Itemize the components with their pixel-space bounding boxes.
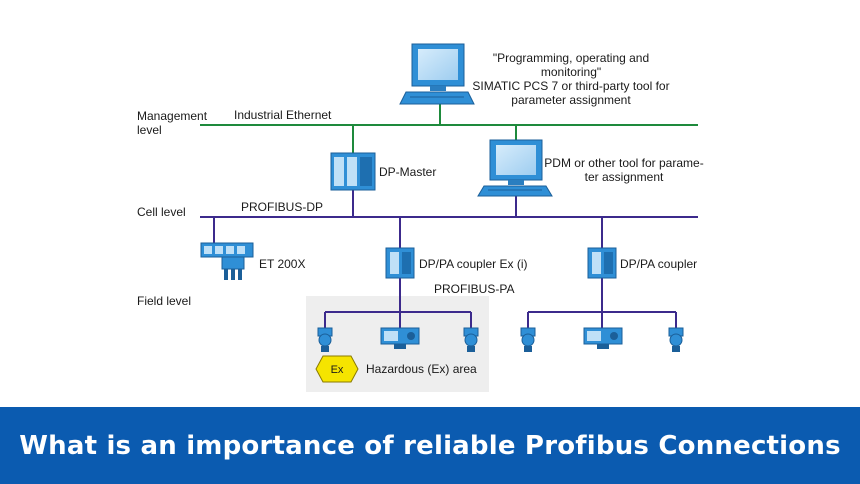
ex-hazard-badge-icon: Ex	[315, 355, 359, 383]
level-label-management-2: level	[137, 123, 162, 137]
network-label-profibus-pa: PROFIBUS-PA	[434, 282, 514, 296]
level-label-cell: Cell level	[137, 205, 186, 219]
pdm-computer	[477, 139, 553, 197]
dp-pa-coupler-ex-label: DP/PA coupler Ex (i)	[419, 257, 527, 271]
field-device-positioner-icon	[583, 327, 623, 349]
hazardous-area-label: Hazardous (Ex) area	[366, 362, 477, 376]
profibus-dp-bus	[200, 190, 698, 248]
network-label-profibus-dp: PROFIBUS-DP	[241, 200, 323, 214]
engineering-station-computer	[399, 43, 475, 105]
ex-badge-text: Ex	[331, 364, 344, 376]
title-banner: What is an importance of reliable Profib…	[0, 407, 860, 484]
pressure-transmitter-icon	[317, 327, 333, 352]
pc-caption-line-3: SIMATIC PCS 7 or third-party tool for	[472, 79, 669, 93]
dp-master-label: DP-Master	[379, 165, 436, 179]
pc-caption-line-1: "Programming, operating and	[493, 51, 649, 65]
level-label-field: Field level	[137, 294, 191, 308]
pressure-transmitter-icon	[463, 327, 479, 352]
banner-title: What is an importance of reliable Profib…	[19, 430, 841, 461]
dp-pa-coupler-label: DP/PA coupler	[620, 257, 697, 271]
et200x-module-icon	[200, 242, 254, 280]
et200x-label: ET 200X	[259, 257, 305, 271]
pdm-caption-line-1: PDM or other tool for parame-	[544, 156, 703, 170]
pressure-transmitter-icon	[520, 327, 536, 352]
network-label-industrial-ethernet: Industrial Ethernet	[234, 108, 332, 122]
field-device-positioner-icon	[380, 327, 420, 349]
industrial-ethernet-bus	[200, 104, 698, 153]
pc-caption-line-4: parameter assignment	[511, 93, 631, 107]
pressure-transmitter-icon	[668, 327, 684, 352]
level-label-management-1: Management	[137, 109, 208, 123]
pc-caption-line-2: monitoring"	[541, 65, 601, 79]
dp-pa-coupler-icon	[587, 247, 617, 279]
pdm-caption-line-2: ter assignment	[585, 170, 664, 184]
dp-master-controller-icon	[330, 152, 376, 191]
dp-pa-coupler-ex-icon	[385, 247, 415, 279]
profibus-pa-bus	[324, 278, 677, 328]
profibus-network-diagram: Ex Management level Cell level Field lev…	[137, 43, 704, 392]
